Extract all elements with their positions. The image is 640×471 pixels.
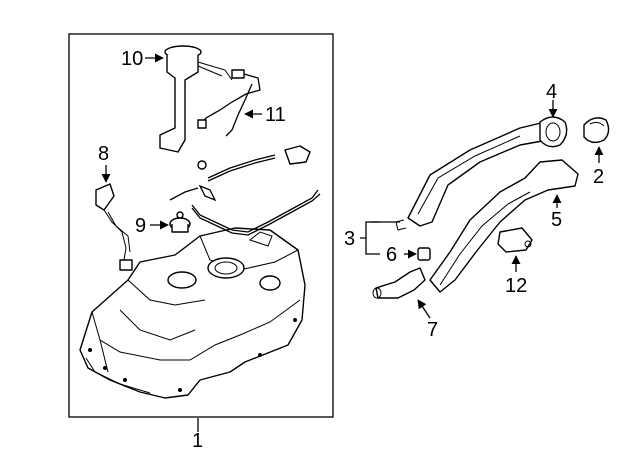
callout-5: 5 <box>551 209 562 231</box>
grommet <box>417 247 431 261</box>
callout-8: 8 <box>98 143 109 165</box>
rollover-valve <box>169 211 191 233</box>
filler-cap <box>583 117 610 144</box>
fuel-line-set <box>197 73 261 137</box>
sending-unit <box>95 183 133 271</box>
filler-housing <box>429 159 579 293</box>
callout-3: 3 <box>344 228 355 250</box>
callout-1: 1 <box>192 430 203 452</box>
callout-2: 2 <box>593 166 604 188</box>
callout-6: 6 <box>386 244 397 266</box>
callout-7: 7 <box>427 319 438 341</box>
fuel-pump-assembly <box>159 45 245 153</box>
callout-12: 12 <box>505 275 527 297</box>
callout-4: 4 <box>546 81 557 103</box>
vent-hose-set <box>169 145 321 236</box>
filler-hose <box>372 267 426 299</box>
leader-lines <box>101 53 604 432</box>
tank-assembly-frame <box>68 33 334 418</box>
callout-11: 11 <box>265 104 286 126</box>
fuel-tank <box>79 227 306 399</box>
callout-9: 9 <box>135 215 146 237</box>
callout-10: 10 <box>121 48 143 70</box>
mounting-bracket <box>497 227 533 253</box>
